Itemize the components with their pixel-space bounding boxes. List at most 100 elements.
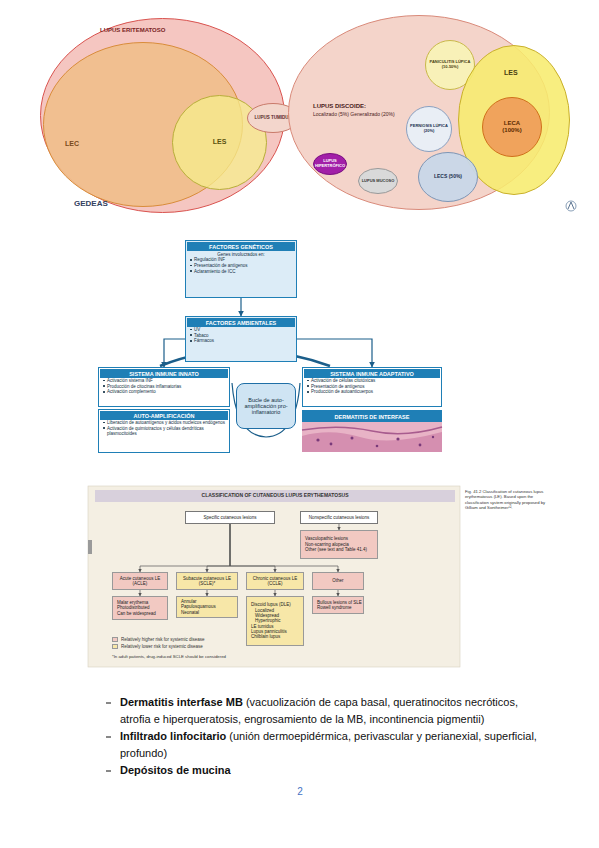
figure-caption: Fig. 41.2 Classification of cutaneous lu…: [465, 489, 547, 510]
feature-box: Bullous lesions of SLERowell syndrome: [312, 596, 364, 614]
legend-text: Relatively lower risk for systemic disea…: [121, 644, 203, 649]
logo-text: GEDEAS: [74, 199, 124, 209]
bullet-text: UV: [187, 327, 295, 333]
node-text: Localizado (5%) Generalizado (20%): [313, 112, 395, 118]
node-text: Hypertrophic: [248, 618, 302, 623]
node-text: Photodistributed: [114, 605, 166, 610]
legend-swatch: [112, 637, 118, 642]
venn-circle: LECS (50%): [418, 152, 478, 202]
node-text: Other: [332, 578, 343, 583]
connector-arrow: [297, 339, 372, 367]
connector-arrow: [230, 524, 275, 572]
factor-box: FACTORES GENÉTICOSGenes involucrados en:…: [185, 240, 297, 298]
feature-box: AnnularPapulosquamousNeonatal: [176, 596, 238, 618]
bullet-text: Regulación INF: [187, 257, 295, 263]
node-text: Genes involucrados en:: [217, 251, 264, 257]
node-text: LUPUS DISCOIDE:: [313, 103, 366, 110]
bullet-item: Dermatitis interfase MB(vacuolización de…: [120, 694, 548, 727]
node-text: LUPUS HIPERTRÓFICO: [314, 159, 346, 168]
venn-circle: PERNIOSIS LÚPICA(20%): [406, 106, 452, 152]
node-text: LE tumidus: [248, 624, 302, 629]
node-text: Discoid lupus (DLE): [248, 602, 302, 607]
legend-text: Relatively higher risk for systemic dise…: [121, 637, 205, 642]
node-text: LECA: [504, 120, 520, 127]
connector-arrow: [240, 298, 241, 316]
node-text: Papulosquamous: [178, 604, 236, 609]
node-text: Nonspecific cutaneous lesions: [309, 515, 370, 520]
node-text: Can be widespread: [114, 611, 166, 616]
legend: Relatively higher risk for systemic dise…: [112, 636, 205, 650]
bullet-text: Activación de quimiotractos y células de…: [100, 426, 228, 437]
bullet-text: Producción de autoanticuerpos: [304, 389, 440, 395]
bullet-text: Activación sistema INF: [100, 378, 228, 384]
node-text: Neonatal: [178, 610, 236, 615]
box-heading: SISTEMA INMUNE ADAPTATIVO: [304, 369, 440, 378]
node-text: (10-50%): [442, 65, 458, 70]
bullet-item: Depósitos de mucina: [120, 762, 548, 779]
loop-arch: [232, 383, 300, 437]
node-text: Widespread: [248, 613, 302, 618]
immune-box: SISTEMA INMUNE ADAPTATIVOActivación de c…: [302, 367, 442, 407]
subtype-box: Other: [312, 572, 364, 590]
result-box: DERMATITIS DE INTERFASE: [302, 410, 442, 422]
venn-circle: LUPUS HIPERTRÓFICO: [313, 153, 347, 175]
bullet-text: Tabaco: [187, 333, 295, 339]
factor-box: FACTORES AMBIENTALESUVTabacoFármacos: [185, 316, 297, 362]
connector-arrow: [207, 524, 230, 572]
node-text: Vasculopathic lesions: [302, 536, 376, 541]
node-text: (100%): [502, 127, 521, 134]
node-text: Localized: [248, 608, 302, 613]
node-text: Bucle de auto-amplificación pro-inflamat…: [238, 397, 294, 416]
box-heading: AUTO-AMPLIFICACIÓN: [100, 411, 228, 420]
node-text: Chronic cutaneous LE (CCLE): [248, 576, 302, 586]
node-text: LES: [213, 138, 227, 146]
subtype-box: Subacute cutaneous LE (SCLE)*: [176, 572, 238, 590]
node-text: Other (see text and Table 41.4): [302, 547, 376, 552]
box-heading: FACTORES GENÉTICOS: [187, 242, 295, 251]
subtype-box: Chronic cutaneous LE (CCLE): [246, 572, 304, 590]
node-text: Lupus panniculitis: [248, 629, 302, 634]
footnote: *In adult patients, drug-induced SCLE sh…: [112, 654, 312, 659]
node-text: Specific cutaneous lesions: [203, 515, 256, 520]
node-text: Chilblain lupus: [248, 634, 302, 639]
connector-arrow: [140, 524, 230, 572]
box-heading: FACTORES AMBIENTALES: [187, 318, 295, 327]
node-text: LES: [504, 69, 518, 77]
bullet-text: Producción de citocinas inflamatorias: [100, 384, 228, 390]
bullet-text: Aclaramiento de ICC: [187, 269, 295, 275]
frame-tab: [88, 540, 92, 554]
bullet-term: Depósitos de mucina: [120, 764, 231, 776]
node-text: LUPUS TUMIDUS: [255, 115, 292, 120]
node-text: LUPUS ERITEMATOSO: [100, 27, 165, 34]
node-text: Rowell syndrome: [314, 605, 362, 610]
immune-box: SISTEMA INMUNE INNATOActivación sistema …: [98, 367, 230, 407]
node-text: Non-scarring alopecia: [302, 542, 376, 547]
box-heading: SISTEMA INMUNE INNATO: [100, 369, 228, 378]
node-text: Malar erythema: [114, 600, 166, 605]
node-text: CLASSIFICATION OF CUTANEOUS LUPUS ERYTHE…: [202, 493, 349, 499]
bullet-term: Dermatitis interfase MB: [120, 696, 243, 708]
box-heading: DERMATITIS DE INTERFASE: [304, 412, 440, 421]
node-text: (20%): [424, 129, 435, 134]
bullet-text: Liberación de autoantígenos y ácidos nuc…: [100, 420, 228, 426]
logo-mark: [566, 201, 576, 211]
node-text: LUPUS MUCOSO: [362, 179, 395, 184]
subtype-box: Acute cutaneous LE (ACLE): [112, 572, 168, 590]
category-box: Specific cutaneous lesions: [185, 511, 275, 524]
immune-box: AUTO-AMPLIFICACIÓNLiberación de autoantí…: [98, 409, 230, 453]
venn-circle: LECA(100%): [482, 97, 542, 157]
histology-image: [302, 422, 442, 452]
loop-box: Bucle de auto-amplificación pro-inflamat…: [236, 383, 296, 429]
bullet-dash: [106, 703, 111, 771]
bullet-text: Presentación de antígenos: [187, 263, 295, 269]
category-box: Nonspecific cutaneous lesions: [300, 511, 378, 524]
bullet-text: Fármacos: [187, 338, 295, 344]
legend-row: Relatively lower risk for systemic disea…: [112, 643, 205, 650]
node-text: Acute cutaneous LE (ACLE): [114, 576, 166, 586]
bullet-text: Activación complemento: [100, 389, 228, 395]
subtype-box: Vasculopathic lesionsNon-scarring alopec…: [300, 530, 378, 559]
node-text: Bullous lesions of SLE: [314, 600, 362, 605]
node-text: Subacute cutaneous LE (SCLE)*: [178, 576, 236, 586]
bullet-item: Infiltrado linfocitario(unión dermoepidé…: [120, 728, 548, 761]
bullet-term: Infiltrado linfocitario: [120, 730, 226, 742]
